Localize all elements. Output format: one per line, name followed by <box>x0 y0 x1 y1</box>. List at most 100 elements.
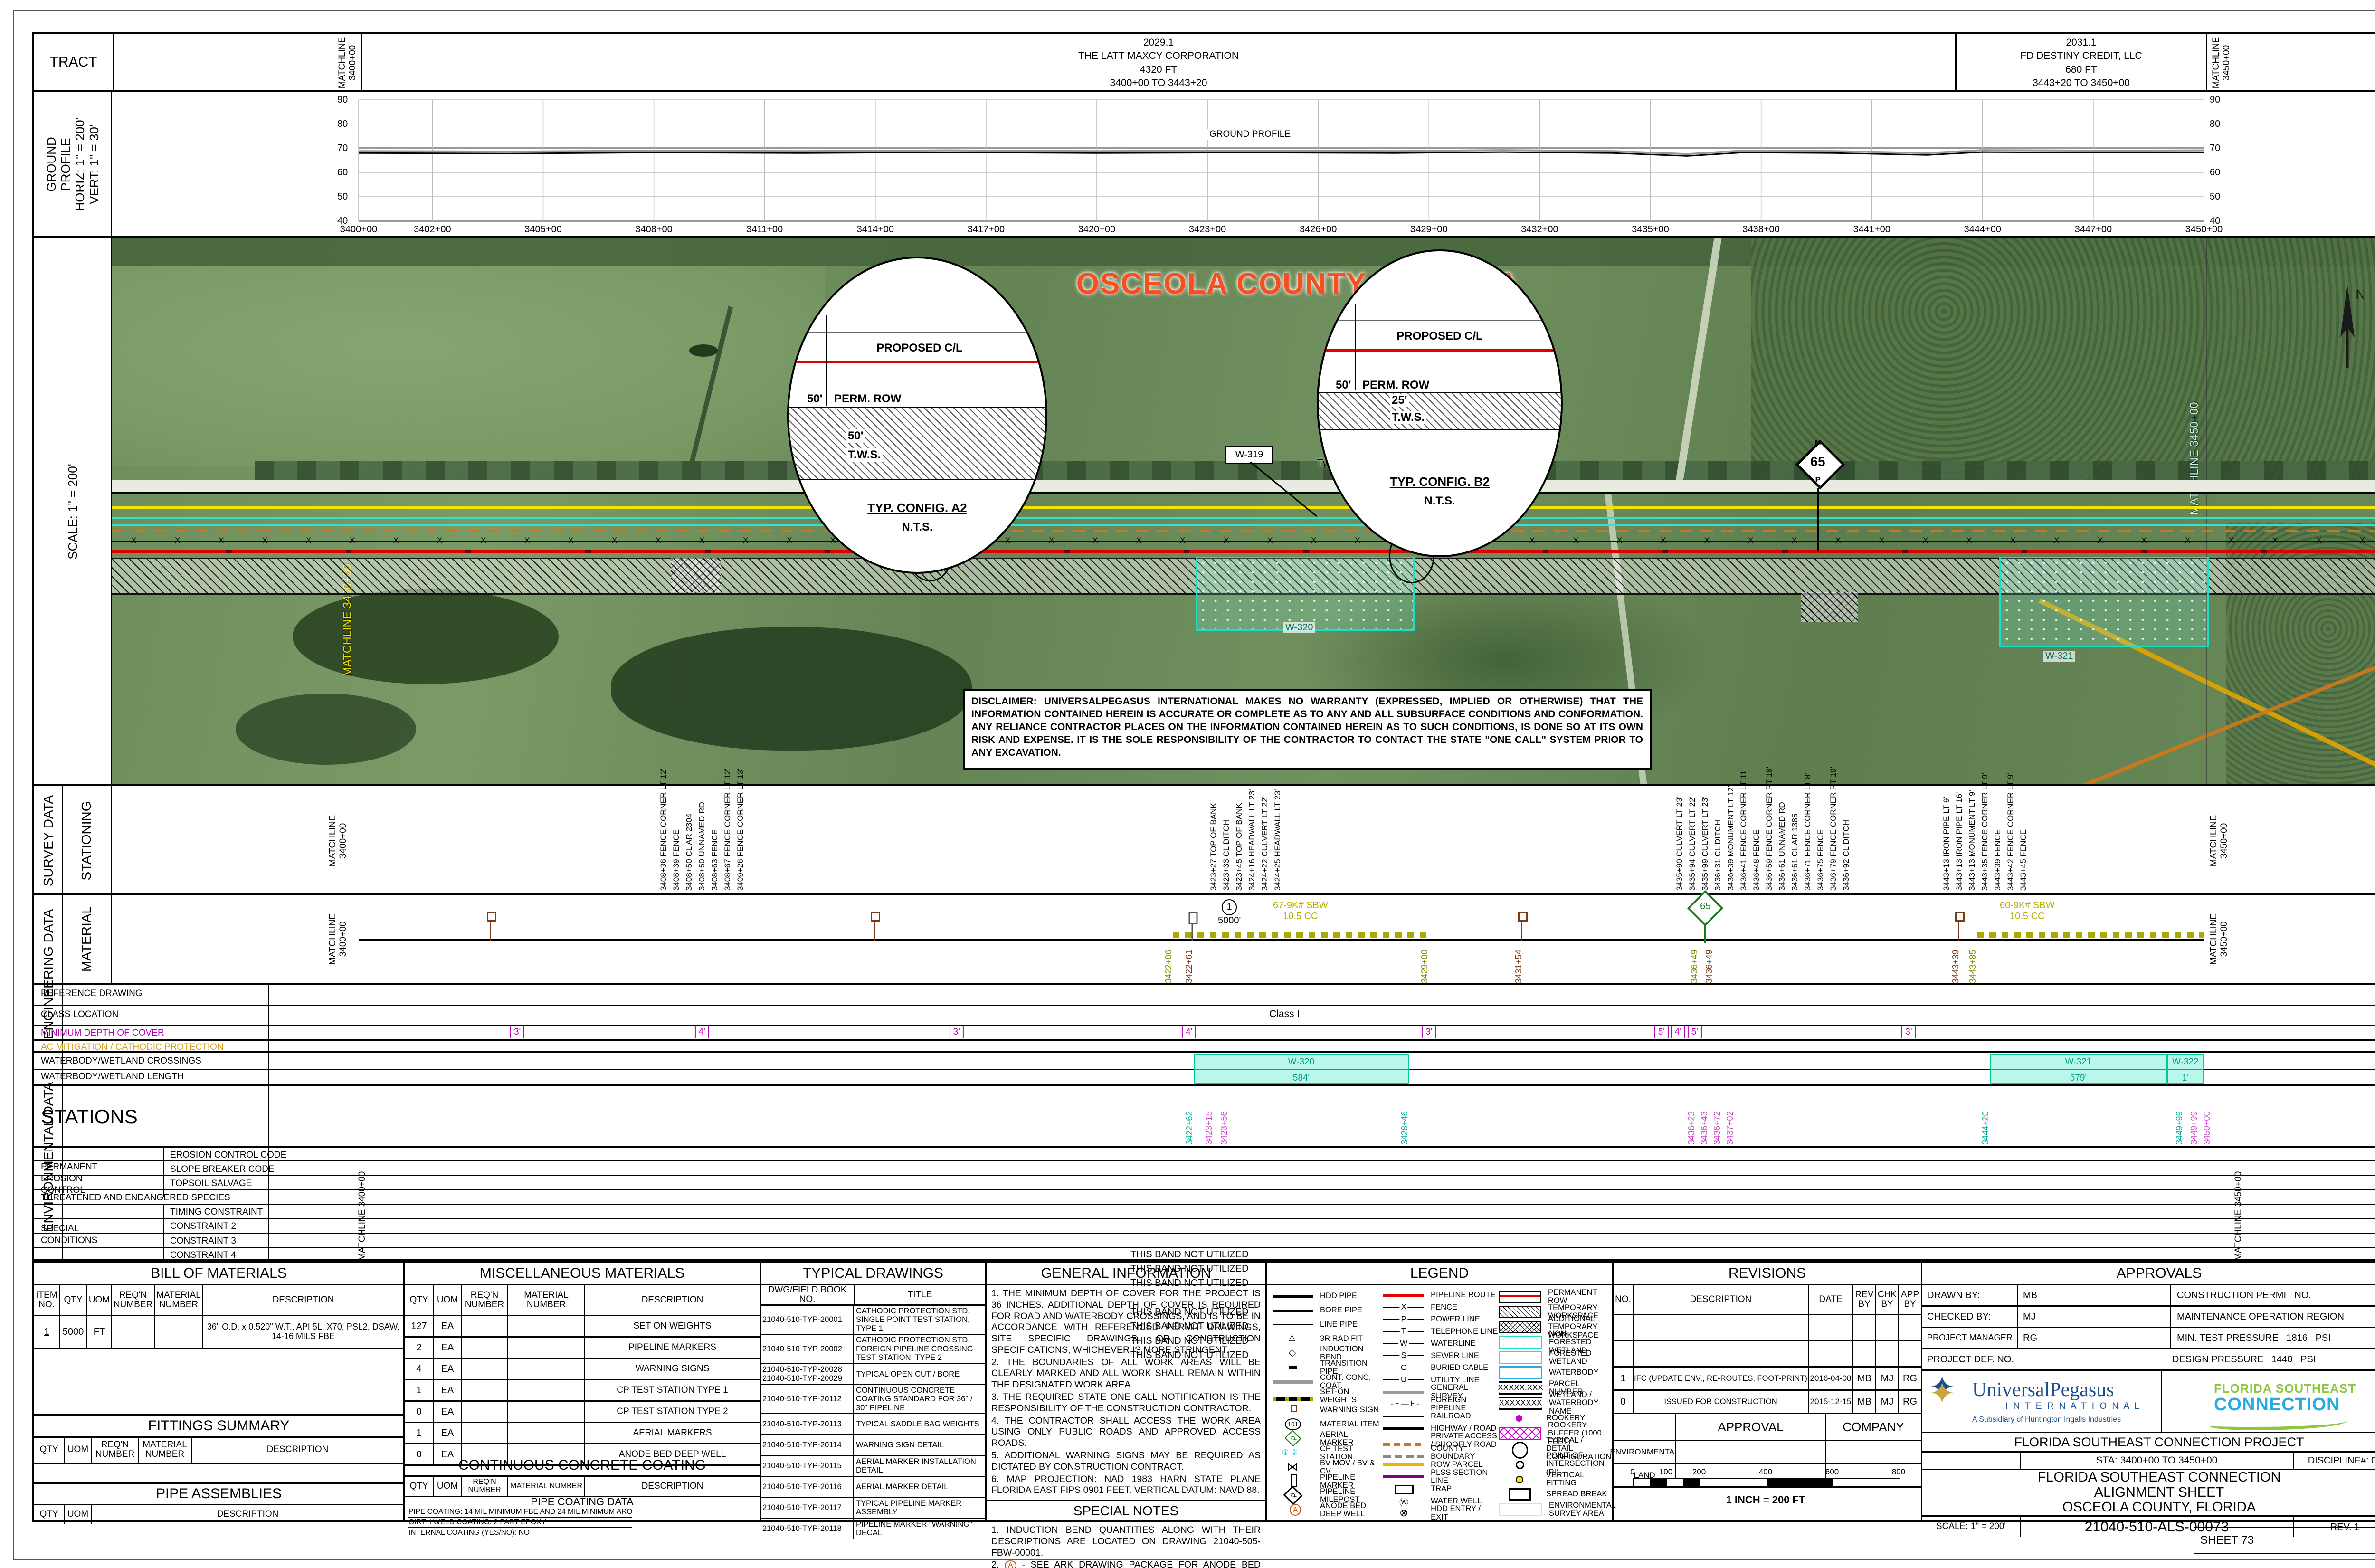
legend-symbol-icon <box>1383 1495 1424 1508</box>
typicals-title: TYPICAL DRAWINGS <box>761 1263 985 1285</box>
wetland-band: W-320 584' <box>1193 1054 1409 1084</box>
eng-matchline-right: MATCHLINE 3450+00 <box>2209 913 2229 965</box>
material-station: 3429+00 <box>1420 950 1430 983</box>
profile-y-tick: 70 <box>2210 143 2221 153</box>
typ-config-b2-callout: PROPOSED C/L 50' PERM. ROW 25' T.W.S. TY… <box>1317 249 1563 557</box>
misc-row: 4 EA WARNING SIGNS <box>405 1359 760 1380</box>
legend-symbol-icon <box>1273 1418 1313 1430</box>
legend-symbol-icon <box>1499 1336 1542 1349</box>
survey-section-label: SURVEY DATA <box>40 795 56 887</box>
general-info-item: 6. MAP PROJECTION: NAD 1983 HARN STATE P… <box>991 1473 1261 1496</box>
misc-row: 2 EA PIPELINE MARKERS <box>405 1338 760 1359</box>
band-not-utilized: THIS BAND NOT UTILIZED <box>1130 1249 1249 1260</box>
fsc-swoosh <box>2209 1416 2347 1430</box>
depth-marker: 4' <box>1182 1026 1197 1038</box>
survey-entry: 3435+99 CULVERT LT 23' <box>1700 796 1710 891</box>
survey-entry: 3436+48 FENCE <box>1752 829 1761 891</box>
band-not-utilized: THIS BAND NOT UTILIZED <box>1130 1336 1249 1346</box>
legend-item: TRAP <box>1383 1483 1499 1495</box>
profile-y-tick: 50 <box>2210 191 2221 202</box>
survey-entry: 3436+71 FENCE CORNER LT 8' <box>1803 773 1813 891</box>
typical-drawings-table: TYPICAL DRAWINGS DWG/FIELD BOOK NO. TITL… <box>761 1263 985 1540</box>
map-w320-label: W-320 <box>1283 622 1315 633</box>
survey-entry: 3408+39 FENCE <box>671 829 681 891</box>
legend-item: COUNTY BOUNDARY <box>1383 1444 1499 1461</box>
typical-drawing-row: 21040-510-TYP-20113 TYPICAL SADDLE BAG W… <box>761 1414 985 1435</box>
profile-x-tick: 3411+00 <box>746 224 783 235</box>
row-pec-1: EROSION CONTROL CODE <box>170 1150 287 1160</box>
engineering-band: ENGINEERING DATA MATERIAL MATCHLINE 3400… <box>32 895 2375 1053</box>
profile-x-tick: 3432+00 <box>1521 224 1558 235</box>
legend-symbol-icon <box>1383 1472 1425 1482</box>
profile-y-tick: 40 <box>2210 216 2221 226</box>
project-name: FLORIDA SOUTHEAST CONNECTION PROJECT <box>1922 1433 2375 1453</box>
typical-drawing-row: 21040-510-TYP-20115 AERIAL MARKER INSTAL… <box>761 1456 985 1477</box>
legend-symbol-icon <box>1499 1351 1542 1364</box>
legend-symbol-icon <box>1499 1306 1541 1318</box>
profile-x-tick: 3447+00 <box>2074 224 2112 235</box>
legend-item: ENVIRONMENTAL SURVEY AREA <box>1499 1501 1615 1518</box>
graphic-scale-bar: 0 100 200 400 600 800 1 INCH = 200 FT <box>1630 1467 1906 1506</box>
legend-col-2: PIPELINE ROUTEFENCEPOWER LINETELEPHONE L… <box>1383 1289 1499 1521</box>
highway-road <box>112 480 2375 492</box>
legend-item: ROOKERY <box>1499 1411 1610 1426</box>
legend-item: PLSS SECTION LINE <box>1383 1468 1499 1485</box>
legend-item: ROW PARCEL <box>1383 1459 1499 1471</box>
profile-y-tick: 60 <box>2210 167 2221 178</box>
misc-title: MISCELLANEOUS MATERIALS <box>405 1263 760 1285</box>
row-pec: PERMANENT EROSION CONTROL <box>41 1162 98 1196</box>
row-sc-2: CONSTRAINT 2 <box>170 1221 237 1231</box>
bom-table: BILL OF MATERIALS ITEM NO. QTY UOM REQ'N… <box>34 1263 403 1524</box>
depth-marker: 5' <box>1687 1026 1702 1038</box>
special-note-1: 1. INDUCTION BEND QUANTITIES ALONG WITH … <box>991 1525 1261 1558</box>
w319-label: W-319 <box>1226 446 1273 464</box>
typical-drawing-row: 21040-510-TYP-20114 WARNING SIGN DETAIL <box>761 1435 985 1456</box>
legend-item: ANODE BED DEEP WELL <box>1273 1501 1383 1518</box>
legend-symbol-icon <box>1383 1302 1425 1313</box>
misc-table: MISCELLANEOUS MATERIALS QTY UOM REQ'N NU… <box>405 1263 760 1537</box>
universalpegasus-logo: ✦✦ UniversalPegasus I N T E R N A T I O … <box>1922 1371 2162 1432</box>
misc-row: 0 EA CP TEST STATION TYPE 2 <box>405 1402 760 1423</box>
concrete-title: CONTINUOUS CONCRETE COATING <box>405 1455 760 1477</box>
legend-item: MATERIAL ITEM <box>1273 1417 1383 1432</box>
row-tes: THREATENED AND ENDANGERED SPECIES <box>41 1193 230 1203</box>
legend-item: PERMANENT ROW <box>1499 1288 1610 1305</box>
survey-entry: 3443+35 FENCE CORNER LT 9' <box>1980 773 1990 891</box>
legend-symbol-icon <box>1273 1291 1313 1302</box>
survey-entry: 3436+39 MONUMENT LT 12' <box>1726 785 1736 891</box>
band-not-utilized: THIS BAND NOT UTILIZED <box>1130 1307 1249 1317</box>
row-sc-3: CONSTRAINT 3 <box>170 1236 237 1246</box>
profile-y-tick: 50 <box>337 191 348 202</box>
legend-symbol-icon <box>1383 1362 1425 1373</box>
legend-item: VERTICAL FITTING <box>1499 1471 1610 1487</box>
survey-entry: 3443+13 MONUMENT LT 9' <box>1967 790 1977 891</box>
band-not-utilized: THIS BAND NOT UTILIZED <box>1130 1321 1249 1331</box>
legend-item: SET-ON WEIGHTS <box>1273 1387 1383 1404</box>
legend-symbol-icon <box>1383 1507 1424 1519</box>
legend-symbol-icon <box>1383 1326 1425 1337</box>
survey-entry: 3409+26 FENCE CORNER LT 13' <box>735 768 745 891</box>
pipe-coating-title: PIPE COATING DATA <box>531 1496 634 1508</box>
profile-row: GROUND PROFILE HORIZ: 1" = 200' VERT: 1"… <box>32 92 2375 238</box>
typ-config-a2-callout: PROPOSED C/L 50' PERM. ROW 50' T.W.S. TY… <box>787 257 1047 574</box>
survey-entry: 3408+63 FENCE <box>710 829 719 891</box>
atws-patch <box>1801 592 1858 622</box>
sheet-number-box: SHEET 73 <box>2194 1527 2375 1554</box>
legend-symbol-icon <box>1499 1427 1541 1440</box>
env-station: 3437+02 <box>1725 1111 1735 1145</box>
legend-item: SEWER LINE <box>1383 1350 1499 1362</box>
material-station: 3431+54 <box>1513 950 1523 983</box>
legend-item: WATER WELL <box>1383 1495 1499 1508</box>
profile-x-tick: 3438+00 <box>1742 224 1780 235</box>
legend-symbol-icon <box>1273 1347 1313 1359</box>
survey-entry: 3435+94 CULVERT LT 22' <box>1688 796 1697 891</box>
survey-entry: 3443+39 FENCE <box>1993 829 2003 891</box>
drawing-number: 21040-510-ALS-00073 <box>2021 1517 2294 1537</box>
legend-symbol-icon <box>1383 1484 1424 1494</box>
survey-entry: 3408+36 FENCE CORNER LT 12' <box>658 768 668 891</box>
sheet-title: FLORIDA SOUTHEAST CONNECTION ALIGNMENT S… <box>1922 1470 2375 1517</box>
page-border <box>13 10 2375 1560</box>
survey-entry: 3408+50 UNNAMED RD <box>697 802 706 891</box>
